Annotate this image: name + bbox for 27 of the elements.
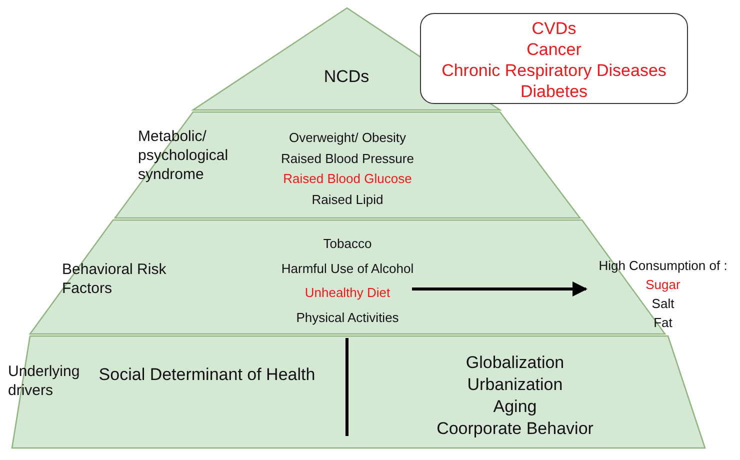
risk-text: Raised Blood Glucose (283, 170, 412, 188)
driver-text: Aging (493, 396, 537, 418)
risk-text: Tobacco (323, 235, 372, 253)
risk-text: Physical Activities (296, 308, 399, 327)
risk-text: Harmful Use of Alcohol (281, 260, 414, 278)
risk-text: Overweight/ Obesity (288, 129, 406, 147)
disease-text: CVDs (532, 18, 576, 39)
consumption-text: Sugar (646, 276, 680, 294)
tier-label: Metabolic/ psychological syndrome (138, 127, 230, 184)
risk-text: Raised Blood Pressure (281, 150, 414, 168)
disease-text: Diabetes (520, 81, 588, 102)
tier-label: Behavioral Risk Factors (62, 260, 168, 298)
risk-text: Unhealthy Diet (304, 284, 390, 302)
arrow (412, 282, 588, 296)
disease-text: Chronic Respiratory Diseases (442, 60, 666, 81)
disease-text: Cancer (526, 39, 582, 60)
driver-text: Globalization (466, 352, 564, 374)
driver-text: Social Determinant of Health (98, 364, 316, 386)
consumption-text: Fat (654, 314, 672, 332)
driver-text: Urbanization (467, 374, 563, 396)
consumption-text: High Consumption of : (598, 257, 728, 275)
tier-title: NCDs (324, 66, 370, 88)
consumption-text: Salt (652, 295, 674, 313)
rounded-box (420, 13, 688, 104)
tier-label: Underlying drivers (8, 362, 81, 400)
driver-text: Coorporate Behavior (436, 418, 594, 440)
risk-text: Raised Lipid (312, 190, 384, 209)
